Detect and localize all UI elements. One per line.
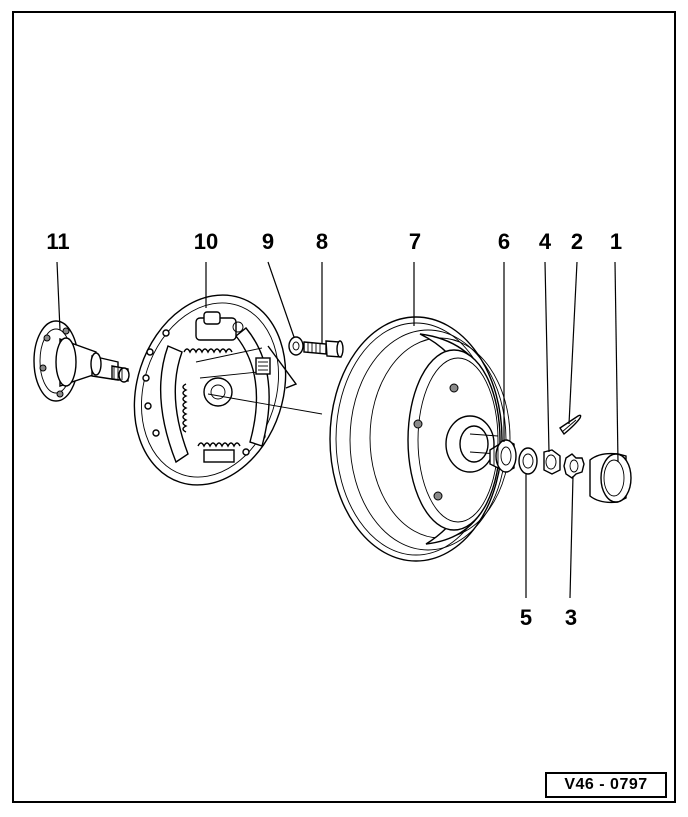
callout-7: 7	[409, 229, 421, 254]
castle-lock-ring-part	[563, 453, 585, 479]
cotter-pin-part	[559, 414, 582, 436]
callout-6: 6	[498, 229, 510, 254]
leader-line-4	[544, 261, 550, 453]
leader-line-9	[267, 261, 295, 338]
tapered-bearing-part	[489, 439, 517, 473]
leader-line-1	[614, 261, 619, 463]
thrust-washer-part	[518, 447, 538, 475]
leader-line-3	[569, 475, 574, 599]
callout-8: 8	[316, 229, 328, 254]
callout-11: 11	[46, 229, 69, 254]
leader-line-11	[56, 261, 61, 331]
leader-line-2	[568, 261, 578, 425]
callout-5: 5	[520, 605, 532, 630]
callout-3: 3	[565, 605, 577, 630]
figure-reference-code: V46 - 0797	[545, 772, 667, 798]
brake-backplate-part	[133, 294, 298, 486]
callout-9: 9	[262, 229, 274, 254]
callout-2: 2	[571, 229, 583, 254]
bolt-part	[303, 340, 344, 358]
brake-drum-part	[329, 316, 511, 562]
callout-4: 4	[539, 229, 552, 254]
callout-1: 1	[610, 229, 622, 254]
hexagon-nut-part	[543, 449, 561, 475]
axis-line	[207, 393, 323, 415]
stub-axle-part	[33, 320, 130, 402]
callout-10: 10	[194, 229, 218, 254]
washer-part	[288, 336, 304, 356]
grease-cap-part	[589, 452, 632, 504]
